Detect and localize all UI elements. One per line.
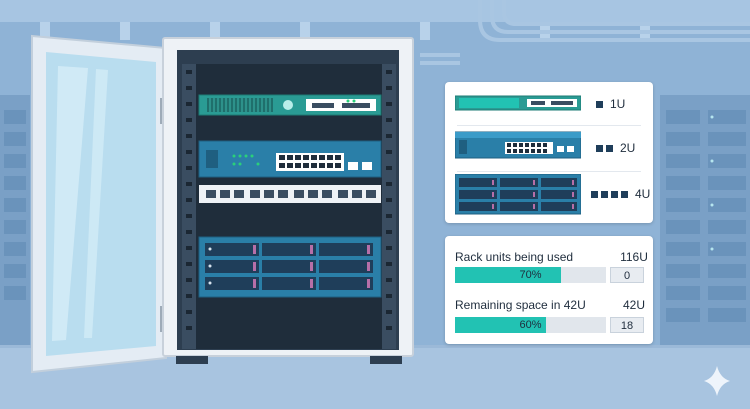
rack-storage-server-4u — [198, 236, 382, 298]
sparkle-icon — [704, 366, 730, 396]
remaining-space-label: Remaining space in 42U — [455, 298, 586, 312]
legend-label-2u: 2U — [596, 141, 635, 155]
used-units-total: 116U — [620, 250, 648, 264]
legend-row-1u: 1U — [445, 84, 653, 124]
background-rack-right — [660, 95, 750, 345]
rack-patch-panel — [199, 185, 381, 203]
rack-network-switch — [198, 140, 382, 178]
rack-door-open — [31, 34, 168, 374]
used-units-progress-bar: 70% — [455, 267, 606, 283]
rack-server-1u — [198, 94, 382, 116]
remaining-space-progress-fill — [455, 317, 546, 333]
used-units-progress-fill — [455, 267, 561, 283]
remaining-space-total: 42U — [622, 298, 645, 312]
storage-4u-icon — [455, 174, 581, 215]
server-1u-icon — [455, 95, 581, 111]
used-units-label: Rack units being used — [455, 250, 574, 264]
legend-label-1u: 1U — [596, 97, 625, 111]
used-units-percent: 70% — [519, 269, 542, 281]
legend-row-2u: 2U — [445, 128, 653, 168]
legend-divider — [457, 171, 641, 172]
rack-usage-stats-card: Rack units being used 116U 70% 0 Remaini… — [445, 236, 653, 344]
remaining-space-side-value: 18 — [610, 317, 644, 333]
remaining-space-progress-bar: 60% — [455, 317, 606, 333]
legend-label-4u: 4U — [591, 187, 650, 201]
switch-2u-icon — [455, 131, 581, 159]
legend-row-4u: 4U — [445, 174, 653, 215]
legend-divider — [457, 125, 641, 126]
remaining-space-percent: 60% — [519, 319, 542, 331]
used-units-side-value: 0 — [610, 267, 644, 283]
rack-unit-legend-card: 1U 2U — [445, 82, 653, 223]
